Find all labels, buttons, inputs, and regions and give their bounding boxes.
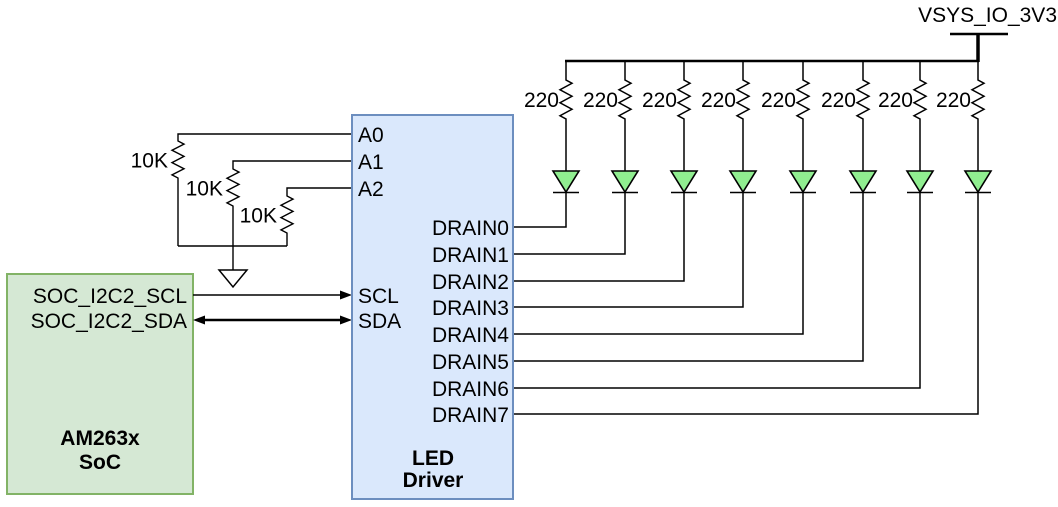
pin-label-drain1: DRAIN1 <box>432 244 509 267</box>
driver-subtitle: Driver <box>403 469 464 492</box>
pullup-network-group: 10K 10K 10K <box>131 133 352 246</box>
led-diode-icon <box>788 170 818 194</box>
pin-label-a1: A1 <box>358 151 384 174</box>
resistor-value-label: 220 <box>524 89 559 112</box>
ground-symbol-icon <box>217 269 249 289</box>
drain-wire-4 <box>513 192 804 335</box>
pin-label-drain7: DRAIN7 <box>432 404 509 427</box>
resistor-value-label: 220 <box>583 89 618 112</box>
led-column-2: 220 <box>513 61 699 282</box>
drain-wire-3 <box>513 192 744 308</box>
pullup-resistor-1 <box>225 160 352 246</box>
pin-label-drain6: DRAIN6 <box>432 378 509 401</box>
led-diode-icon <box>905 170 935 194</box>
pullup-value-label: 10K <box>240 205 277 228</box>
pullup-resistor-0 <box>170 133 352 246</box>
pin-label-a2: A2 <box>358 178 384 201</box>
led-diode-icon <box>963 170 993 194</box>
led-diode-icon <box>669 170 699 194</box>
resistor-value-label: 220 <box>936 89 971 112</box>
series-resistor-6 <box>912 61 928 171</box>
soc-pin-label-sda: SOC_I2C2_SDA <box>31 310 187 333</box>
led-diode-icon <box>728 170 758 194</box>
pullup-value-label: 10K <box>131 150 168 173</box>
led-column-1: 220 <box>513 61 640 255</box>
scl-arrowhead-icon <box>340 290 352 300</box>
resistor-value-label: 220 <box>642 89 677 112</box>
led-diode-icon <box>551 170 581 194</box>
led-column-6: 220 <box>513 61 935 389</box>
drain-wire-1 <box>513 192 626 255</box>
pin-label-sda: SDA <box>358 310 401 333</box>
led-column-5: 220 <box>513 61 878 362</box>
pin-label-drain4: DRAIN4 <box>432 324 509 347</box>
power-net-label: VSYS_IO_3V3 <box>918 4 1057 27</box>
drain-wire-7 <box>513 192 979 415</box>
series-resistor-7 <box>970 61 986 171</box>
led-diode-icon <box>848 170 878 194</box>
soc-subtitle: SoC <box>79 451 121 474</box>
series-resistor-1 <box>617 61 633 171</box>
pin-label-a0: A0 <box>358 124 384 147</box>
drain-wire-0 <box>513 192 567 228</box>
driver-title: LED <box>412 447 454 470</box>
pin-label-drain0: DRAIN0 <box>432 217 509 240</box>
sda-arrowhead-left-icon <box>193 315 205 325</box>
drain-wire-5 <box>513 192 864 362</box>
series-resistor-4 <box>795 61 811 171</box>
pin-label-drain2: DRAIN2 <box>432 271 509 294</box>
pullup-branch-2: 10K <box>240 187 352 246</box>
series-resistor-5 <box>855 61 871 171</box>
series-resistor-0 <box>558 61 574 171</box>
resistor-value-label: 220 <box>821 89 856 112</box>
soc-pin-label-scl: SOC_I2C2_SCL <box>33 285 187 308</box>
drain-wire-6 <box>513 192 921 389</box>
pullup-branch-0: 10K <box>131 133 352 246</box>
drain-wire-2 <box>513 192 685 282</box>
led-column-0: 220 <box>513 61 581 228</box>
soc-block <box>6 273 194 495</box>
series-resistor-3 <box>735 61 751 171</box>
series-resistor-2 <box>676 61 692 171</box>
sda-arrowhead-right-icon <box>340 315 352 325</box>
resistor-value-label: 220 <box>878 89 913 112</box>
pullup-resistor-2 <box>279 187 352 246</box>
led-column-4: 220 <box>513 61 818 335</box>
resistor-value-label: 220 <box>761 89 796 112</box>
pullup-value-label: 10K <box>186 178 223 201</box>
pin-label-scl: SCL <box>358 285 399 308</box>
led-column-3: 220 <box>513 61 758 308</box>
led-driver-block <box>351 114 514 500</box>
pin-label-drain5: DRAIN5 <box>432 351 509 374</box>
resistor-value-label: 220 <box>701 89 736 112</box>
led-diode-icon <box>610 170 640 194</box>
soc-title: AM263x <box>60 427 140 450</box>
pin-label-drain3: DRAIN3 <box>432 297 509 320</box>
pullup-branch-1: 10K <box>186 160 352 246</box>
led-column-7: 220 <box>513 61 993 415</box>
led-columns-group: 220 220 220 220 220 220 220 220 <box>513 61 993 415</box>
